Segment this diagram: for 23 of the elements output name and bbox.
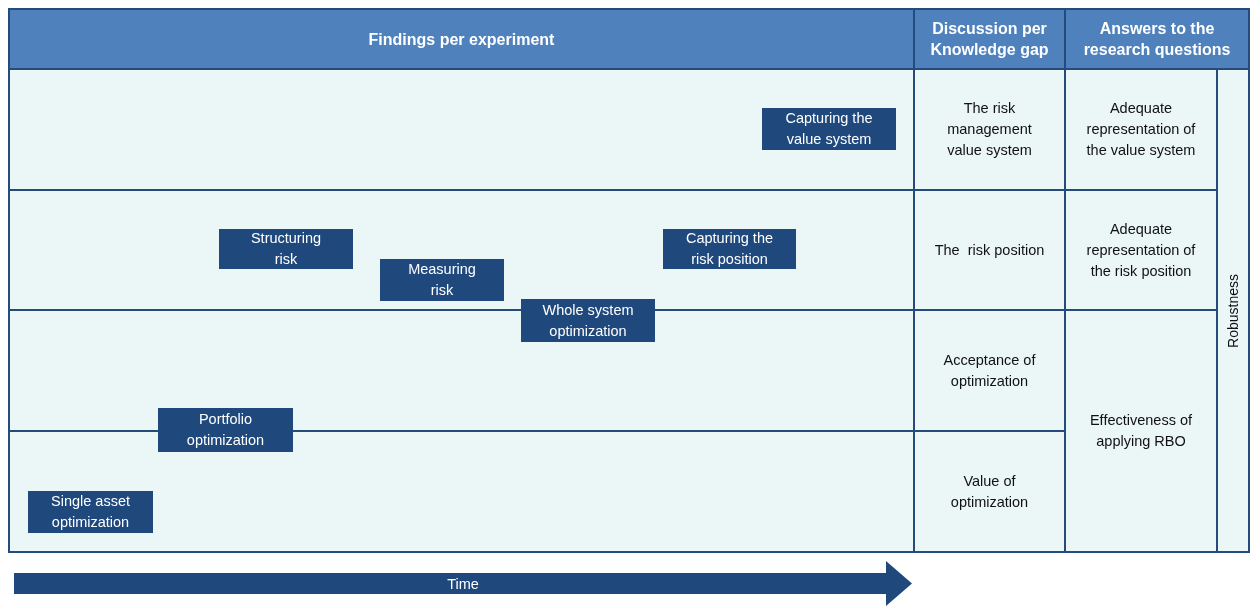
table-cell: Adequate representation of the risk position [1064, 189, 1218, 311]
table-cell [1216, 68, 1250, 553]
table-cell: Adequate representation of the value system [1064, 68, 1218, 191]
table-cell: Acceptance of optimization [913, 309, 1066, 432]
finding-box: Capturing the risk position [663, 229, 796, 269]
finding-box: Single asset optimization [28, 491, 153, 533]
table-cell: Value of optimization [913, 430, 1066, 553]
finding-box: Capturing the value system [762, 108, 896, 150]
row-band [8, 68, 915, 191]
table-cell: The risk position [913, 189, 1066, 311]
cell-text: Robustness [1225, 273, 1241, 348]
header-cell: Findings per experiment [8, 8, 915, 70]
table-cell: The risk management value system [913, 68, 1066, 191]
finding-box: Measuring risk [380, 259, 504, 301]
time-arrow [14, 561, 912, 606]
finding-box: Portfolio optimization [158, 408, 293, 452]
finding-box: Whole system optimization [521, 299, 655, 342]
finding-box: Structuring risk [219, 229, 353, 269]
header-cell: Discussion per Knowledge gap [913, 8, 1066, 70]
table-cell: Effectiveness of applying RBO [1064, 309, 1218, 553]
row-band [8, 430, 915, 553]
header-cell: Answers to the research questions [1064, 8, 1250, 70]
axis-label: Time [447, 575, 479, 592]
